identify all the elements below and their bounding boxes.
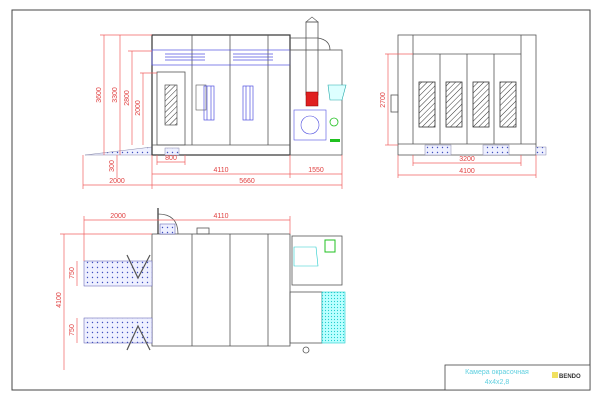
dim-4100-top: 4100 bbox=[56, 292, 63, 308]
dim-2000-top: 2000 bbox=[110, 213, 126, 220]
dim-3600: 3600 bbox=[96, 87, 103, 103]
title-line-2: 4х4х2,8 bbox=[485, 379, 510, 386]
chimney bbox=[305, 21, 319, 96]
dim-4110-top: 4110 bbox=[213, 213, 228, 220]
duct-grilles bbox=[165, 53, 273, 61]
ramp bbox=[84, 146, 153, 156]
logo-mark bbox=[552, 372, 558, 378]
dim-2800: 2800 bbox=[124, 90, 131, 106]
front-view: 3600 3300 2800 2000 800 300 4110 1550 20… bbox=[82, 16, 347, 189]
heating-unit bbox=[289, 49, 343, 156]
top-view: 2000 4110 4100 750 750 bbox=[56, 208, 346, 370]
control-panel bbox=[195, 84, 207, 111]
title-line-1: Камера окрасочная bbox=[465, 369, 529, 376]
dim-2000-ramp: 2000 bbox=[109, 178, 125, 185]
fan-box bbox=[293, 109, 327, 141]
ramp-2 bbox=[83, 317, 153, 344]
side-view: 2700 3200 4100 bbox=[380, 34, 547, 178]
sheet-frame bbox=[11, 9, 591, 391]
lamps-front bbox=[203, 85, 254, 121]
unit-plan bbox=[291, 235, 343, 286]
dim-1550: 1550 bbox=[308, 167, 324, 174]
dim-2700: 2700 bbox=[380, 92, 387, 108]
dim-3300: 3300 bbox=[112, 87, 119, 103]
dim-800: 800 bbox=[165, 155, 177, 162]
dim-5660: 5660 bbox=[239, 178, 255, 185]
ramp-1 bbox=[83, 260, 153, 287]
dim-4100: 4100 bbox=[459, 168, 475, 175]
dim-750-1: 750 bbox=[69, 267, 76, 279]
fan-icon bbox=[300, 115, 320, 135]
burner-icon bbox=[324, 239, 336, 253]
cabin-plan bbox=[151, 233, 291, 347]
dim-4110: 4110 bbox=[213, 167, 228, 174]
filter bbox=[321, 291, 346, 344]
dim-3200: 3200 bbox=[459, 156, 475, 163]
dim-2000-door: 2000 bbox=[135, 100, 142, 116]
side-windows bbox=[418, 81, 517, 128]
door-window bbox=[164, 84, 178, 126]
door bbox=[156, 71, 186, 146]
dim-750-2: 750 bbox=[69, 324, 76, 336]
dim-300: 300 bbox=[109, 160, 116, 172]
title-block: Камера окрасочная 4х4х2,8 BENDO bbox=[444, 364, 591, 391]
air-duct bbox=[151, 49, 291, 66]
burner bbox=[305, 91, 319, 107]
logo: BENDO bbox=[559, 374, 581, 380]
motor-icon bbox=[329, 117, 339, 127]
